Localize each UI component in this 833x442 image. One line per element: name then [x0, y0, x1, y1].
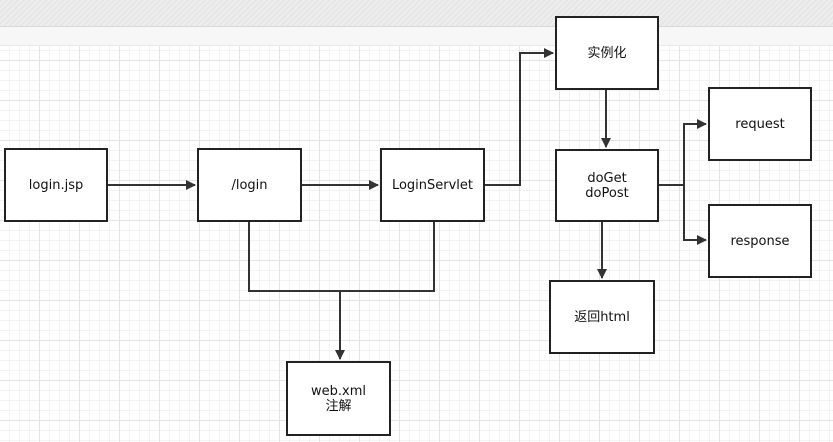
- node-login-path[interactable]: /login: [197, 148, 302, 222]
- node-login-path-label: /login: [231, 177, 268, 193]
- edge-servlet-to-instantiate: [485, 48, 554, 186]
- edge-doget-to-response: [683, 185, 707, 245]
- node-login-servlet[interactable]: LoginServlet: [380, 148, 485, 222]
- node-web-xml-label: web.xml: [311, 383, 366, 399]
- node-dopost-label: doPost: [585, 185, 629, 201]
- node-instantiate[interactable]: 实例化: [555, 16, 659, 90]
- node-return-html[interactable]: 返回html: [549, 280, 655, 354]
- node-response-label: response: [730, 233, 790, 249]
- window-toolbar: [0, 0, 833, 27]
- node-doget-dopost[interactable]: doGet doPost: [555, 149, 659, 222]
- node-instantiate-label: 实例化: [587, 45, 627, 61]
- node-login-jsp[interactable]: login.jsp: [4, 148, 108, 222]
- node-return-html-label: 返回html: [574, 309, 630, 325]
- node-login-jsp-label: login.jsp: [28, 177, 84, 193]
- node-login-servlet-label: LoginServlet: [391, 177, 474, 193]
- node-doget-label: doGet: [587, 170, 627, 186]
- node-response[interactable]: response: [708, 204, 812, 278]
- node-request-label: request: [735, 116, 785, 132]
- node-request[interactable]: request: [708, 87, 812, 161]
- node-annotation-label: 注解: [325, 398, 352, 414]
- edge-login-to-merge: [248, 222, 435, 292]
- node-web-xml[interactable]: web.xml 注解: [286, 361, 391, 436]
- edge-doget-to-request: [659, 119, 707, 186]
